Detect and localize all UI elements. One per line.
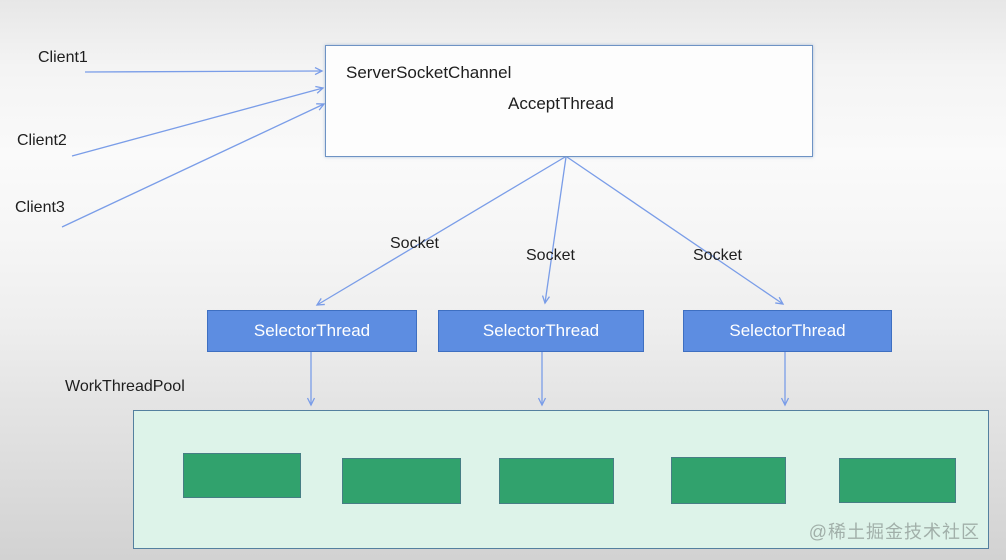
arrow-server-to-selector3: [566, 156, 785, 305]
client3-label: Client3: [15, 199, 65, 216]
server-socket-channel-box: ServerSocketChannel AcceptThread: [325, 45, 813, 157]
socket-label-3: Socket: [693, 247, 742, 264]
worker-thread: [342, 458, 461, 504]
client1-label: Client1: [38, 49, 88, 66]
selector-thread-box-1: SelectorThread: [207, 310, 417, 352]
client2-label: Client2: [17, 132, 67, 149]
socket-label-2: Socket: [526, 247, 575, 264]
work-thread-pool-box: @稀土掘金技术社区: [133, 410, 989, 549]
selector-thread-box-2: SelectorThread: [438, 310, 644, 352]
arrow-client2-to-server: [71, 85, 325, 157]
work-thread-pool-label: WorkThreadPool: [65, 378, 185, 395]
arrow-server-to-selector2: [541, 156, 567, 305]
arrow-server-to-selector1: [315, 156, 566, 306]
arrow-client1-to-server: [84, 66, 324, 76]
worker-thread: [183, 453, 301, 498]
server-socket-channel-label: ServerSocketChannel: [346, 63, 512, 82]
worker-thread: [671, 457, 786, 504]
accept-thread-label: AcceptThread: [508, 94, 614, 113]
selector-thread-box-3: SelectorThread: [683, 310, 892, 352]
socket-label-1: Socket: [390, 235, 439, 252]
worker-thread: [499, 458, 614, 504]
watermark-text: @稀土掘金技术社区: [808, 522, 980, 542]
worker-thread: [839, 458, 956, 503]
arrow-client3-to-server: [61, 103, 326, 228]
